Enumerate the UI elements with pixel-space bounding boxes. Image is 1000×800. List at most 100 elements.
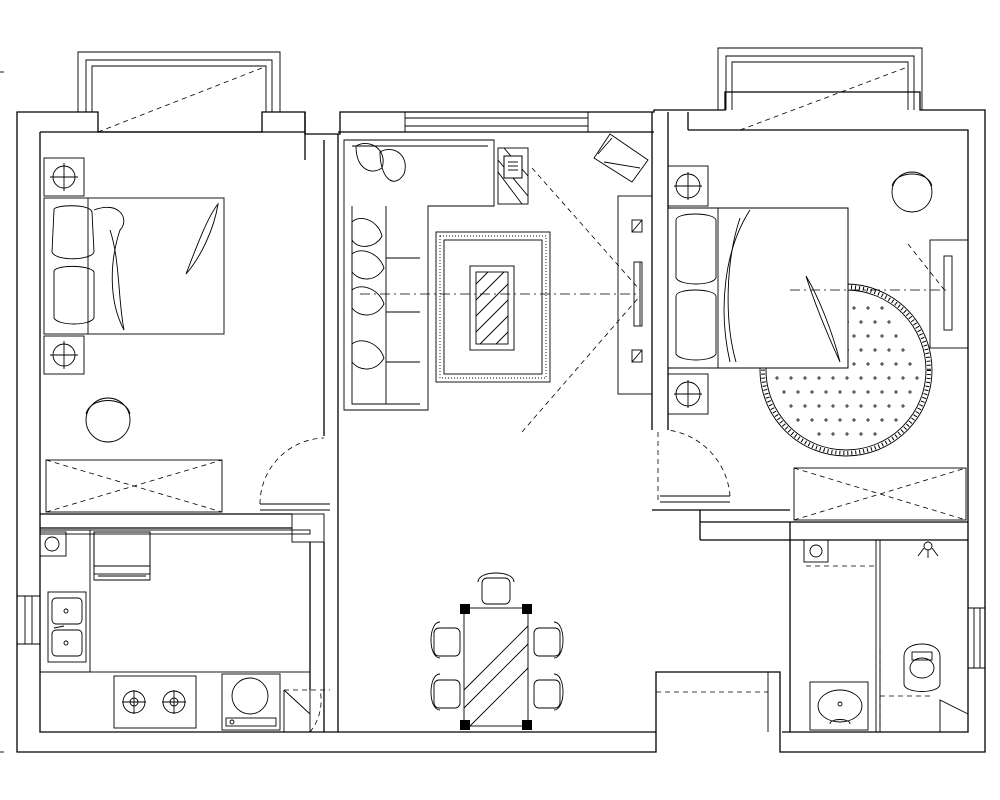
sightlines <box>360 167 641 433</box>
passage-dashed <box>323 608 768 693</box>
rug-dot <box>880 306 884 310</box>
nightstand-top-west <box>43 157 85 197</box>
rug-dot <box>845 376 849 380</box>
wardrobe-east <box>793 467 967 521</box>
door-bedroom-east <box>657 429 731 503</box>
tv-unit-east <box>790 239 969 349</box>
rug-dot <box>880 334 884 338</box>
rug-dot <box>894 418 898 422</box>
dining-chair <box>533 673 564 711</box>
dining-chair <box>430 621 461 659</box>
rug-dot <box>859 376 863 380</box>
rug-dot <box>824 390 828 394</box>
shower <box>917 541 939 558</box>
rug-dot <box>894 390 898 394</box>
door-bathroom <box>879 650 969 732</box>
rug-dot <box>852 362 856 366</box>
round-chair-west <box>85 397 131 443</box>
rug-dot <box>873 404 877 408</box>
living-room <box>343 133 653 433</box>
nightstand-bottom-east <box>667 373 709 415</box>
rug-dot <box>866 390 870 394</box>
rug-dot <box>859 320 863 324</box>
washing-machine <box>221 673 281 731</box>
rug-dot <box>887 348 891 352</box>
rug-dot <box>901 376 905 380</box>
wash-corner <box>803 539 829 563</box>
dining-chairs <box>430 572 564 711</box>
double-bed-east <box>667 207 849 369</box>
rug-dot <box>901 404 905 408</box>
round-chair-east <box>891 171 933 213</box>
coffee-table <box>469 265 515 351</box>
rug-dot <box>789 404 793 408</box>
rug-dot <box>859 432 863 436</box>
rug-dot <box>831 432 835 436</box>
corner-fixture <box>39 531 67 557</box>
rug-dot <box>803 376 807 380</box>
rug-dot <box>908 362 912 366</box>
rug-dot <box>866 334 870 338</box>
rug-dot <box>866 418 870 422</box>
rug-dot <box>901 348 905 352</box>
rug-dot <box>789 376 793 380</box>
rug-dot <box>873 320 877 324</box>
rug-dot <box>873 376 877 380</box>
bedroom-west <box>43 157 330 513</box>
dining-chair <box>430 673 461 711</box>
rug-dot <box>866 362 870 366</box>
rug-dot <box>810 418 814 422</box>
window-bathroom <box>968 607 985 669</box>
rug-dot <box>852 418 856 422</box>
door-kitchen <box>283 542 330 733</box>
rug-dot <box>859 348 863 352</box>
rug-dot <box>873 348 877 352</box>
washbasin <box>809 681 869 731</box>
sofa <box>343 139 495 411</box>
rug-dot <box>845 404 849 408</box>
rug-dot <box>894 362 898 366</box>
bedroom-east <box>657 165 969 521</box>
rug-dot <box>852 334 856 338</box>
area-rug <box>435 231 551 383</box>
rug-dot <box>831 376 835 380</box>
rug-dot <box>838 418 842 422</box>
window-living <box>404 112 589 132</box>
squat-toilet <box>880 643 941 697</box>
rug-dot <box>887 404 891 408</box>
side-table <box>497 147 529 205</box>
rug-dot <box>782 390 786 394</box>
nightstand-bottom-west <box>43 335 85 375</box>
dining-table <box>460 604 532 730</box>
rug-dot <box>894 334 898 338</box>
rug-dot <box>831 404 835 408</box>
rug-dot <box>817 376 821 380</box>
rug-dot <box>852 390 856 394</box>
balcony-west <box>77 51 281 133</box>
wardrobe-west <box>45 459 223 513</box>
rug-dot <box>775 376 779 380</box>
rug-dot <box>796 418 800 422</box>
rug-dot <box>859 404 863 408</box>
rug-dot <box>887 320 891 324</box>
refrigerator <box>93 531 151 581</box>
windows <box>17 112 985 669</box>
rug-dot <box>880 390 884 394</box>
rug-dot <box>796 390 800 394</box>
tv-cabinet <box>617 195 653 395</box>
double-sink <box>47 591 87 663</box>
rug-dot <box>803 404 807 408</box>
rug-dot <box>817 404 821 408</box>
gas-hob <box>113 675 197 729</box>
rug-dot <box>838 390 842 394</box>
rug-dot <box>845 432 849 436</box>
bathroom <box>789 539 969 732</box>
rug-dot <box>817 432 821 436</box>
rug-dot <box>852 306 856 310</box>
door-bedroom-west <box>259 437 330 511</box>
dining-chair <box>533 621 564 659</box>
armchair <box>593 133 649 183</box>
nightstand-top-east <box>667 165 709 207</box>
rug-dot <box>915 376 919 380</box>
